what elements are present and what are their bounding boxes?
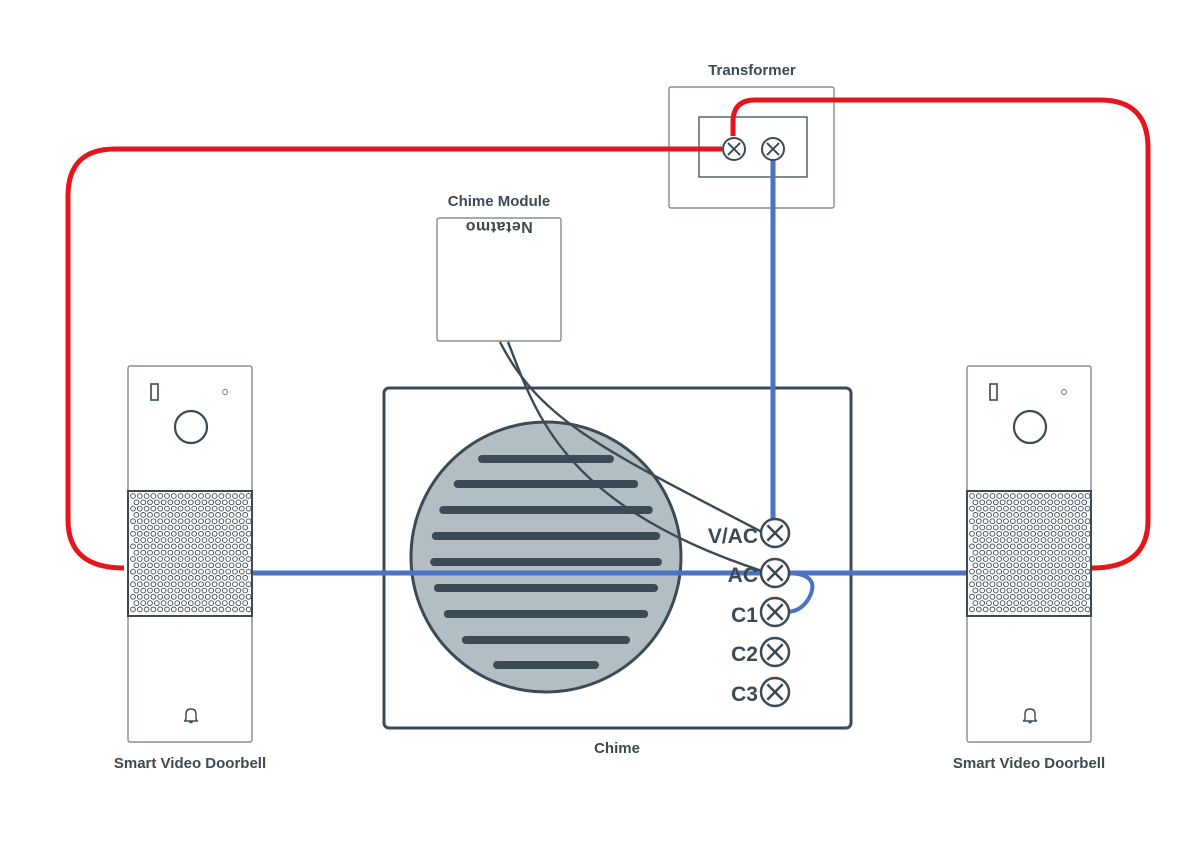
transformer-label: Transformer — [708, 62, 796, 79]
sensor-icon — [989, 383, 998, 401]
grille-slat — [431, 532, 661, 540]
terminal-c3-x-circle-icon — [759, 676, 791, 708]
doorbell-right-label: Smart Video Doorbell — [953, 755, 1105, 772]
doorbell-right — [966, 365, 1092, 743]
grille-slat — [443, 610, 649, 618]
grille-slat — [433, 584, 659, 592]
doorbell-left — [127, 365, 253, 743]
terminal-label-c2: C2 — [731, 643, 758, 666]
terminal-c1-x-circle-icon — [759, 596, 791, 628]
chime-module-housing — [436, 217, 562, 342]
led-icon — [222, 389, 228, 395]
grille-slat — [439, 506, 653, 514]
speaker-mesh — [127, 490, 253, 617]
grille-slat — [430, 558, 662, 566]
module-wire-ac — [506, 341, 763, 573]
terminal-label-c1: C1 — [731, 604, 758, 627]
grille-slat — [478, 455, 614, 463]
transformer-terminal-left-x-circle-icon — [722, 137, 746, 161]
sensor-icon — [150, 383, 159, 401]
chime-label: Chime — [594, 740, 640, 757]
jumper-ac-c1 — [784, 571, 815, 614]
speaker-grille — [430, 455, 662, 669]
module-wire-vac — [498, 341, 763, 534]
grille-slat — [493, 661, 599, 669]
terminal-vac-x-circle-icon — [759, 517, 791, 549]
terminal-label-vac: V/AC — [708, 525, 758, 548]
chime-unit — [382, 386, 853, 730]
bell-icon[interactable] — [183, 708, 199, 724]
chime-speaker-icon — [409, 420, 683, 694]
wires — [65, 97, 1151, 614]
chime-module-label: Chime Module — [448, 193, 551, 210]
terminal-label-ac: AC — [728, 564, 758, 587]
camera-lens-icon — [1012, 409, 1048, 445]
bell-icon[interactable] — [1022, 708, 1038, 724]
hot-wire-right — [730, 97, 1151, 571]
chime-module-brand: Netatmo — [465, 218, 533, 235]
grille-slat — [461, 636, 631, 644]
terminals — [722, 137, 791, 708]
doorbell-left-label: Smart Video Doorbell — [114, 755, 266, 772]
terminal-c2-x-circle-icon — [759, 636, 791, 668]
transformer — [668, 86, 835, 209]
speaker-mesh — [966, 490, 1092, 617]
led-icon — [1061, 389, 1067, 395]
terminal-label-c3: C3 — [731, 683, 758, 706]
camera-lens-icon — [173, 409, 209, 445]
terminal-ac-x-circle-icon — [759, 557, 791, 589]
grille-slat — [453, 480, 639, 488]
hot-wire-left — [65, 146, 722, 571]
chime-module: Netatmo — [436, 217, 562, 342]
transformer-terminal-right-x-circle-icon — [761, 137, 785, 161]
